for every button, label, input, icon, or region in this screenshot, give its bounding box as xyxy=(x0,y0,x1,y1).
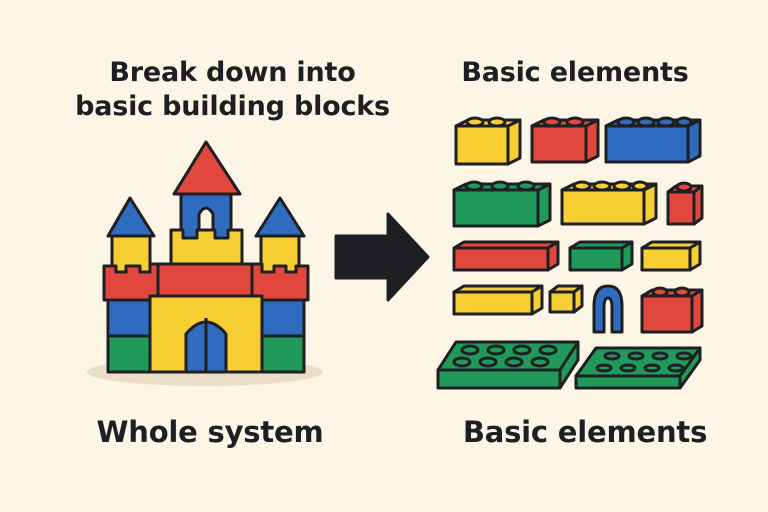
brick-green-3x2 xyxy=(452,180,552,228)
title-break-down-line1: Break down into xyxy=(109,57,356,88)
brick-yellow-2x2 xyxy=(454,116,522,166)
left-tower-roof xyxy=(106,196,156,238)
left-wall-green xyxy=(106,334,152,374)
brick-red-2x2 xyxy=(530,116,600,164)
caption-whole-system: Whole system xyxy=(96,415,324,449)
plate-green-flat xyxy=(574,346,702,390)
left-wall-blue xyxy=(106,298,152,338)
tile-red-long xyxy=(452,240,560,272)
center-tower-roof xyxy=(172,140,242,196)
brick-red-1x1 xyxy=(666,181,704,226)
brick-red-2x2-small xyxy=(640,286,704,334)
tile-yellow-small xyxy=(548,284,584,314)
brick-blue-4x2 xyxy=(604,116,702,164)
center-battlement xyxy=(169,228,244,266)
arrow-right-icon xyxy=(334,212,430,302)
plate-green xyxy=(436,340,580,390)
title-basic-elements: Basic elements xyxy=(461,57,689,88)
tile-green-short xyxy=(568,240,634,272)
tile-yellow-short xyxy=(640,240,702,272)
caption-basic-elements: Basic elements xyxy=(462,415,708,449)
right-wall-blue xyxy=(260,298,306,338)
brick-yellow-4x2 xyxy=(560,180,658,226)
castle-icon xyxy=(87,140,323,386)
right-tower-roof xyxy=(254,196,306,238)
tile-yellow-long xyxy=(452,284,544,316)
left-tower-top xyxy=(110,234,152,278)
title-break-down: Break down into basic building blocks xyxy=(60,56,405,124)
right-wall-green xyxy=(260,334,306,374)
title-break-down-line2: basic building blocks xyxy=(75,91,390,122)
basic-elements-group xyxy=(436,116,704,390)
arch-block-icon xyxy=(592,284,624,334)
